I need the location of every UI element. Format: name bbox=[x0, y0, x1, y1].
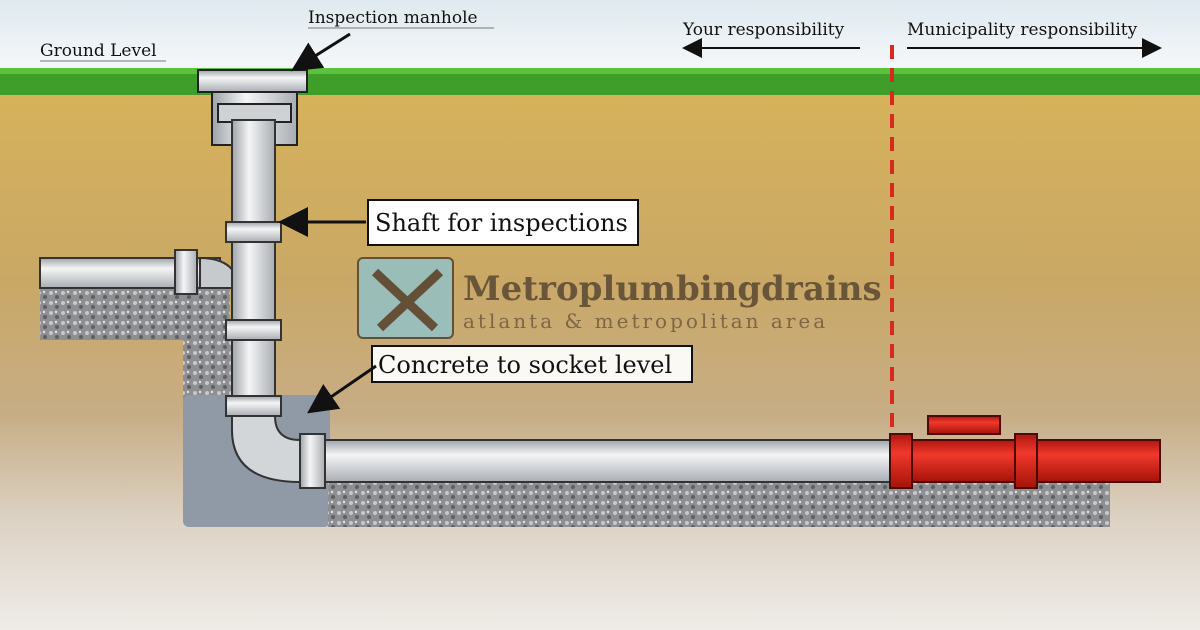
inspection-manhole-label: Inspection manhole bbox=[308, 8, 478, 28]
concrete-label: Concrete to socket level bbox=[378, 351, 672, 379]
municipal-coupler bbox=[1014, 433, 1038, 489]
grass-highlight bbox=[0, 68, 1200, 74]
gravel-bed-shaft bbox=[183, 330, 233, 400]
main-drain-pipe bbox=[309, 439, 896, 483]
shaft-label-box bbox=[367, 199, 639, 246]
concrete-pointer-arrow bbox=[307, 364, 377, 414]
concrete-label-box bbox=[371, 345, 693, 383]
shaft-label: Shaft for inspections bbox=[375, 209, 628, 237]
watermark-tagline: atlanta & metropolitan area bbox=[463, 309, 828, 333]
shaft-coupler bbox=[225, 395, 282, 417]
municipality-responsibility-label: Municipality responsibility bbox=[907, 20, 1138, 40]
manhole-cover bbox=[197, 69, 308, 93]
sky bbox=[0, 0, 1200, 75]
watermark-logo bbox=[357, 257, 454, 339]
inspection-shaft bbox=[231, 119, 276, 431]
shaft-coupler bbox=[225, 319, 282, 341]
gravel-bed-main bbox=[328, 478, 1110, 527]
inlet-coupler bbox=[174, 249, 198, 295]
your-responsibility-label: Your responsibility bbox=[682, 20, 845, 40]
shaft-coupler bbox=[225, 221, 282, 243]
municipal-valve bbox=[927, 415, 1001, 435]
ground-level-label: Ground Level bbox=[40, 41, 157, 61]
main-coupler bbox=[299, 433, 326, 489]
municipal-coupler bbox=[889, 433, 913, 489]
manhole-pointer-arrow bbox=[290, 32, 351, 72]
watermark-brand: Metroplumbingdrains bbox=[463, 269, 882, 309]
